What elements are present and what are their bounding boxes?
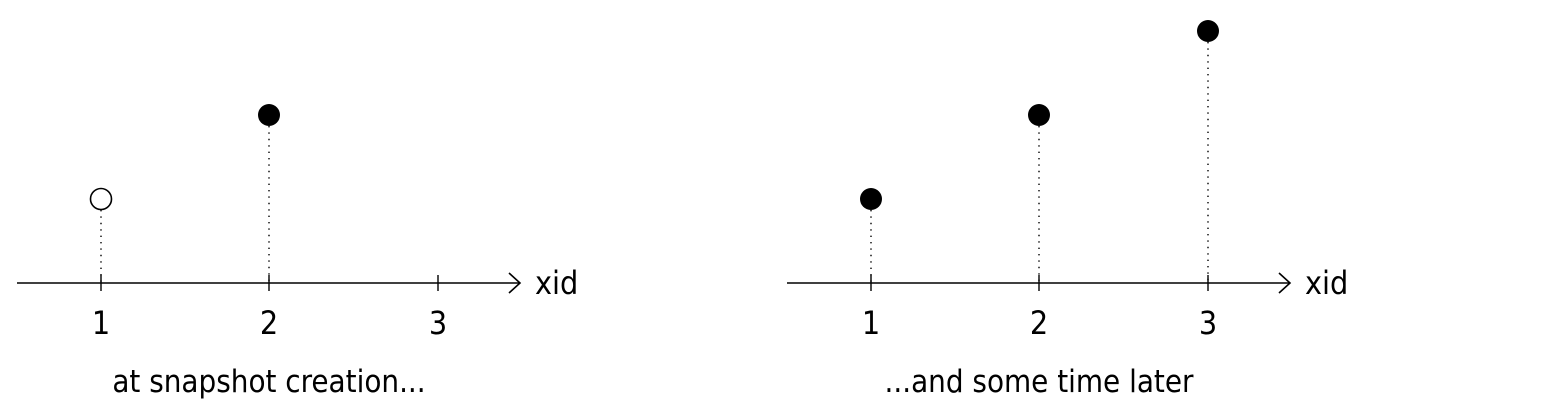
tick-label-3: 3 (429, 304, 447, 342)
point-xid-1-hollow (89, 187, 113, 211)
x-axis-arrowhead (1278, 272, 1292, 294)
tick-label-1: 1 (92, 304, 110, 342)
tick-label-2: 2 (260, 304, 278, 342)
tick-label-2: 2 (1030, 304, 1048, 342)
x-axis-label: xid (535, 264, 578, 302)
panel-caption: at snapshot creation... (112, 364, 425, 400)
point-xid-2-filled (1028, 104, 1050, 126)
x-axis-arrowhead (508, 272, 522, 294)
point-xid-1-filled (860, 188, 882, 210)
point-xid-3-filled (1197, 20, 1219, 42)
panel-snapshot-creation: xid 1 2 3 at snapshot creation... (17, 104, 578, 400)
tick-label-1: 1 (862, 304, 880, 342)
tick-label-3: 3 (1199, 304, 1217, 342)
x-axis-label: xid (1305, 264, 1348, 302)
point-xid-2-filled (258, 104, 280, 126)
panel-some-time-later: xid 1 2 3 ...and some time later (787, 20, 1348, 400)
panel-caption: ...and some time later (885, 364, 1194, 400)
